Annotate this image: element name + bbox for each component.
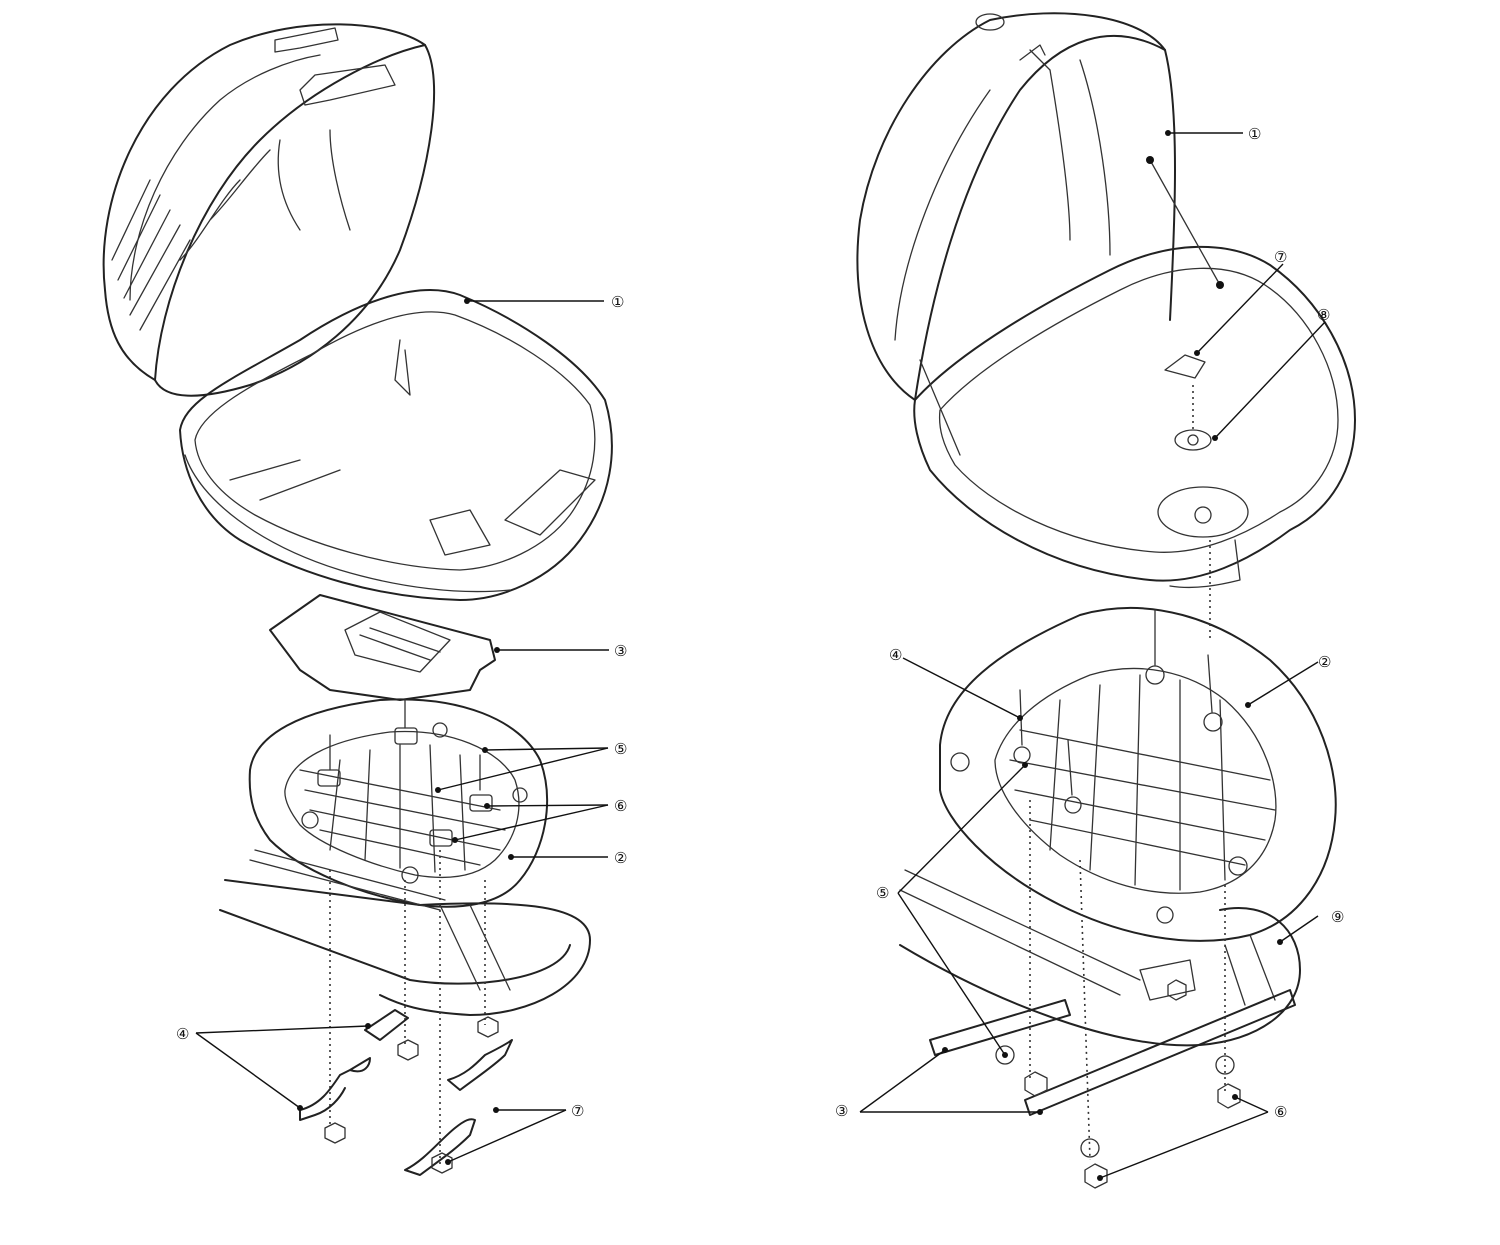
left-baseplate <box>248 698 549 908</box>
right-callouts: ① ⑦ ⑧ ④ ② ⑤ ⑨ ③ ⑥ <box>835 125 1344 1121</box>
right-callout-8: ⑧ <box>1317 306 1330 324</box>
right-callout-3: ③ <box>835 1102 848 1120</box>
left-callout-6: ⑥ <box>614 797 627 815</box>
left-callout-5: ⑤ <box>614 740 627 758</box>
right-nuts <box>995 979 1241 1189</box>
left-assembly-lines <box>329 850 486 1165</box>
right-assembly-lines <box>1029 385 1226 1161</box>
left-callout-7: ⑦ <box>571 1102 584 1120</box>
left-callout-4: ④ <box>176 1025 189 1043</box>
left-clamps <box>299 1009 513 1176</box>
left-diagram: ① ③ ⑤ ⑥ ② ④ ⑦ <box>102 23 627 1176</box>
left-leaders <box>195 298 609 1165</box>
right-callout-2: ② <box>1318 653 1331 671</box>
right-base <box>913 156 1356 589</box>
right-callout-6: ⑥ <box>1274 1103 1287 1121</box>
left-lid <box>102 23 436 397</box>
left-callout-2: ② <box>614 849 627 867</box>
right-lid <box>856 12 1176 401</box>
left-callout-1: ① <box>611 293 624 311</box>
right-callout-5: ⑤ <box>876 884 889 902</box>
left-base <box>179 289 613 601</box>
right-rack <box>899 869 1301 1116</box>
right-callout-9: ⑨ <box>1331 908 1344 926</box>
right-callout-7: ⑦ <box>1274 248 1287 266</box>
left-rack <box>219 849 591 1016</box>
right-callout-1: ① <box>1248 125 1261 143</box>
left-plate <box>269 594 496 701</box>
right-baseplate <box>939 607 1337 942</box>
right-leaders <box>859 130 1326 1181</box>
right-callout-4: ④ <box>889 646 902 664</box>
left-callout-3: ③ <box>614 642 627 660</box>
right-diagram: ① ⑦ ⑧ ④ ② ⑤ ⑨ ③ ⑥ <box>835 12 1356 1189</box>
left-callouts: ① ③ ⑤ ⑥ ② ④ ⑦ <box>176 293 627 1120</box>
